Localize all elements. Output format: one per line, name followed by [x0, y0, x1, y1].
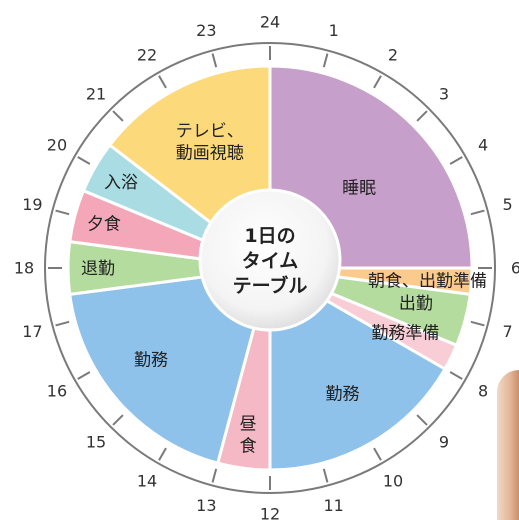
hour-tick: [322, 468, 329, 483]
slice-label-0: 睡眠: [342, 179, 376, 199]
hour-label: 7: [503, 322, 513, 341]
hour-label: 23: [196, 21, 216, 40]
hour-label: 19: [22, 195, 42, 214]
center-title-line: 1日の: [244, 225, 295, 247]
hour-label: 6: [511, 259, 519, 278]
hour-label: 1: [329, 21, 339, 40]
hour-label: 11: [323, 496, 343, 515]
center-title-line: タイム: [242, 250, 299, 272]
slice-6: [68, 266, 273, 465]
hour-label: 4: [478, 136, 488, 155]
hour-tick: [77, 156, 91, 165]
slice-label-5: 昼食: [240, 415, 257, 457]
slice-label-3: 勤務準備: [371, 324, 439, 344]
hour-ticks: [48, 46, 492, 490]
slice-label-9: 入浴: [104, 173, 138, 193]
hour-label: 21: [86, 85, 106, 104]
slice-label-8: 夕食: [87, 214, 121, 234]
slice-label-4: 勤務: [326, 385, 360, 405]
hour-label: 3: [439, 85, 449, 104]
hour-tick: [322, 53, 329, 68]
hour-label: 24: [260, 13, 280, 32]
hour-label: 8: [478, 382, 488, 401]
hour-label: 18: [14, 259, 34, 278]
hour-label: 5: [503, 195, 513, 214]
hour-label: 17: [22, 322, 42, 341]
hour-tick: [470, 320, 485, 327]
hour-tick: [211, 468, 218, 483]
hour-label: 13: [196, 496, 216, 515]
hour-tick: [449, 371, 463, 380]
hour-tick: [112, 414, 124, 426]
slice-label-10: テレビ、動画視聴: [176, 122, 244, 164]
center-title-line: テーブル: [233, 274, 308, 297]
slice-label-2: 出勤: [399, 294, 433, 314]
hour-label: 12: [260, 505, 280, 520]
hour-tick: [158, 75, 167, 89]
hour-tick: [373, 447, 382, 461]
slice-label-6: 勤務: [134, 350, 168, 370]
slice-4: [268, 265, 447, 472]
hour-tick: [416, 414, 428, 426]
hour-label: 2: [388, 45, 398, 64]
hour-tick: [373, 75, 382, 89]
hour-label: 20: [47, 136, 67, 155]
hour-tick: [470, 209, 485, 216]
hour-tick: [55, 209, 70, 216]
center-disc: [198, 188, 342, 332]
hour-tick: [77, 371, 91, 380]
hand-image: [497, 370, 519, 520]
hour-label: 22: [137, 45, 157, 64]
hour-tick: [55, 320, 70, 327]
hour-tick: [211, 53, 218, 68]
hour-tick: [112, 110, 124, 122]
hour-label: 16: [47, 382, 67, 401]
slice-label-7: 退勤: [81, 259, 115, 279]
slice-label-1: 朝食、出勤準備: [368, 271, 487, 291]
hour-label: 15: [86, 432, 106, 451]
hour-tick: [449, 156, 463, 165]
hour-tick: [416, 110, 428, 122]
hour-tick: [158, 447, 167, 461]
hour-label: 9: [439, 432, 449, 451]
hour-label: 10: [383, 472, 403, 491]
hour-label: 14: [137, 472, 157, 491]
